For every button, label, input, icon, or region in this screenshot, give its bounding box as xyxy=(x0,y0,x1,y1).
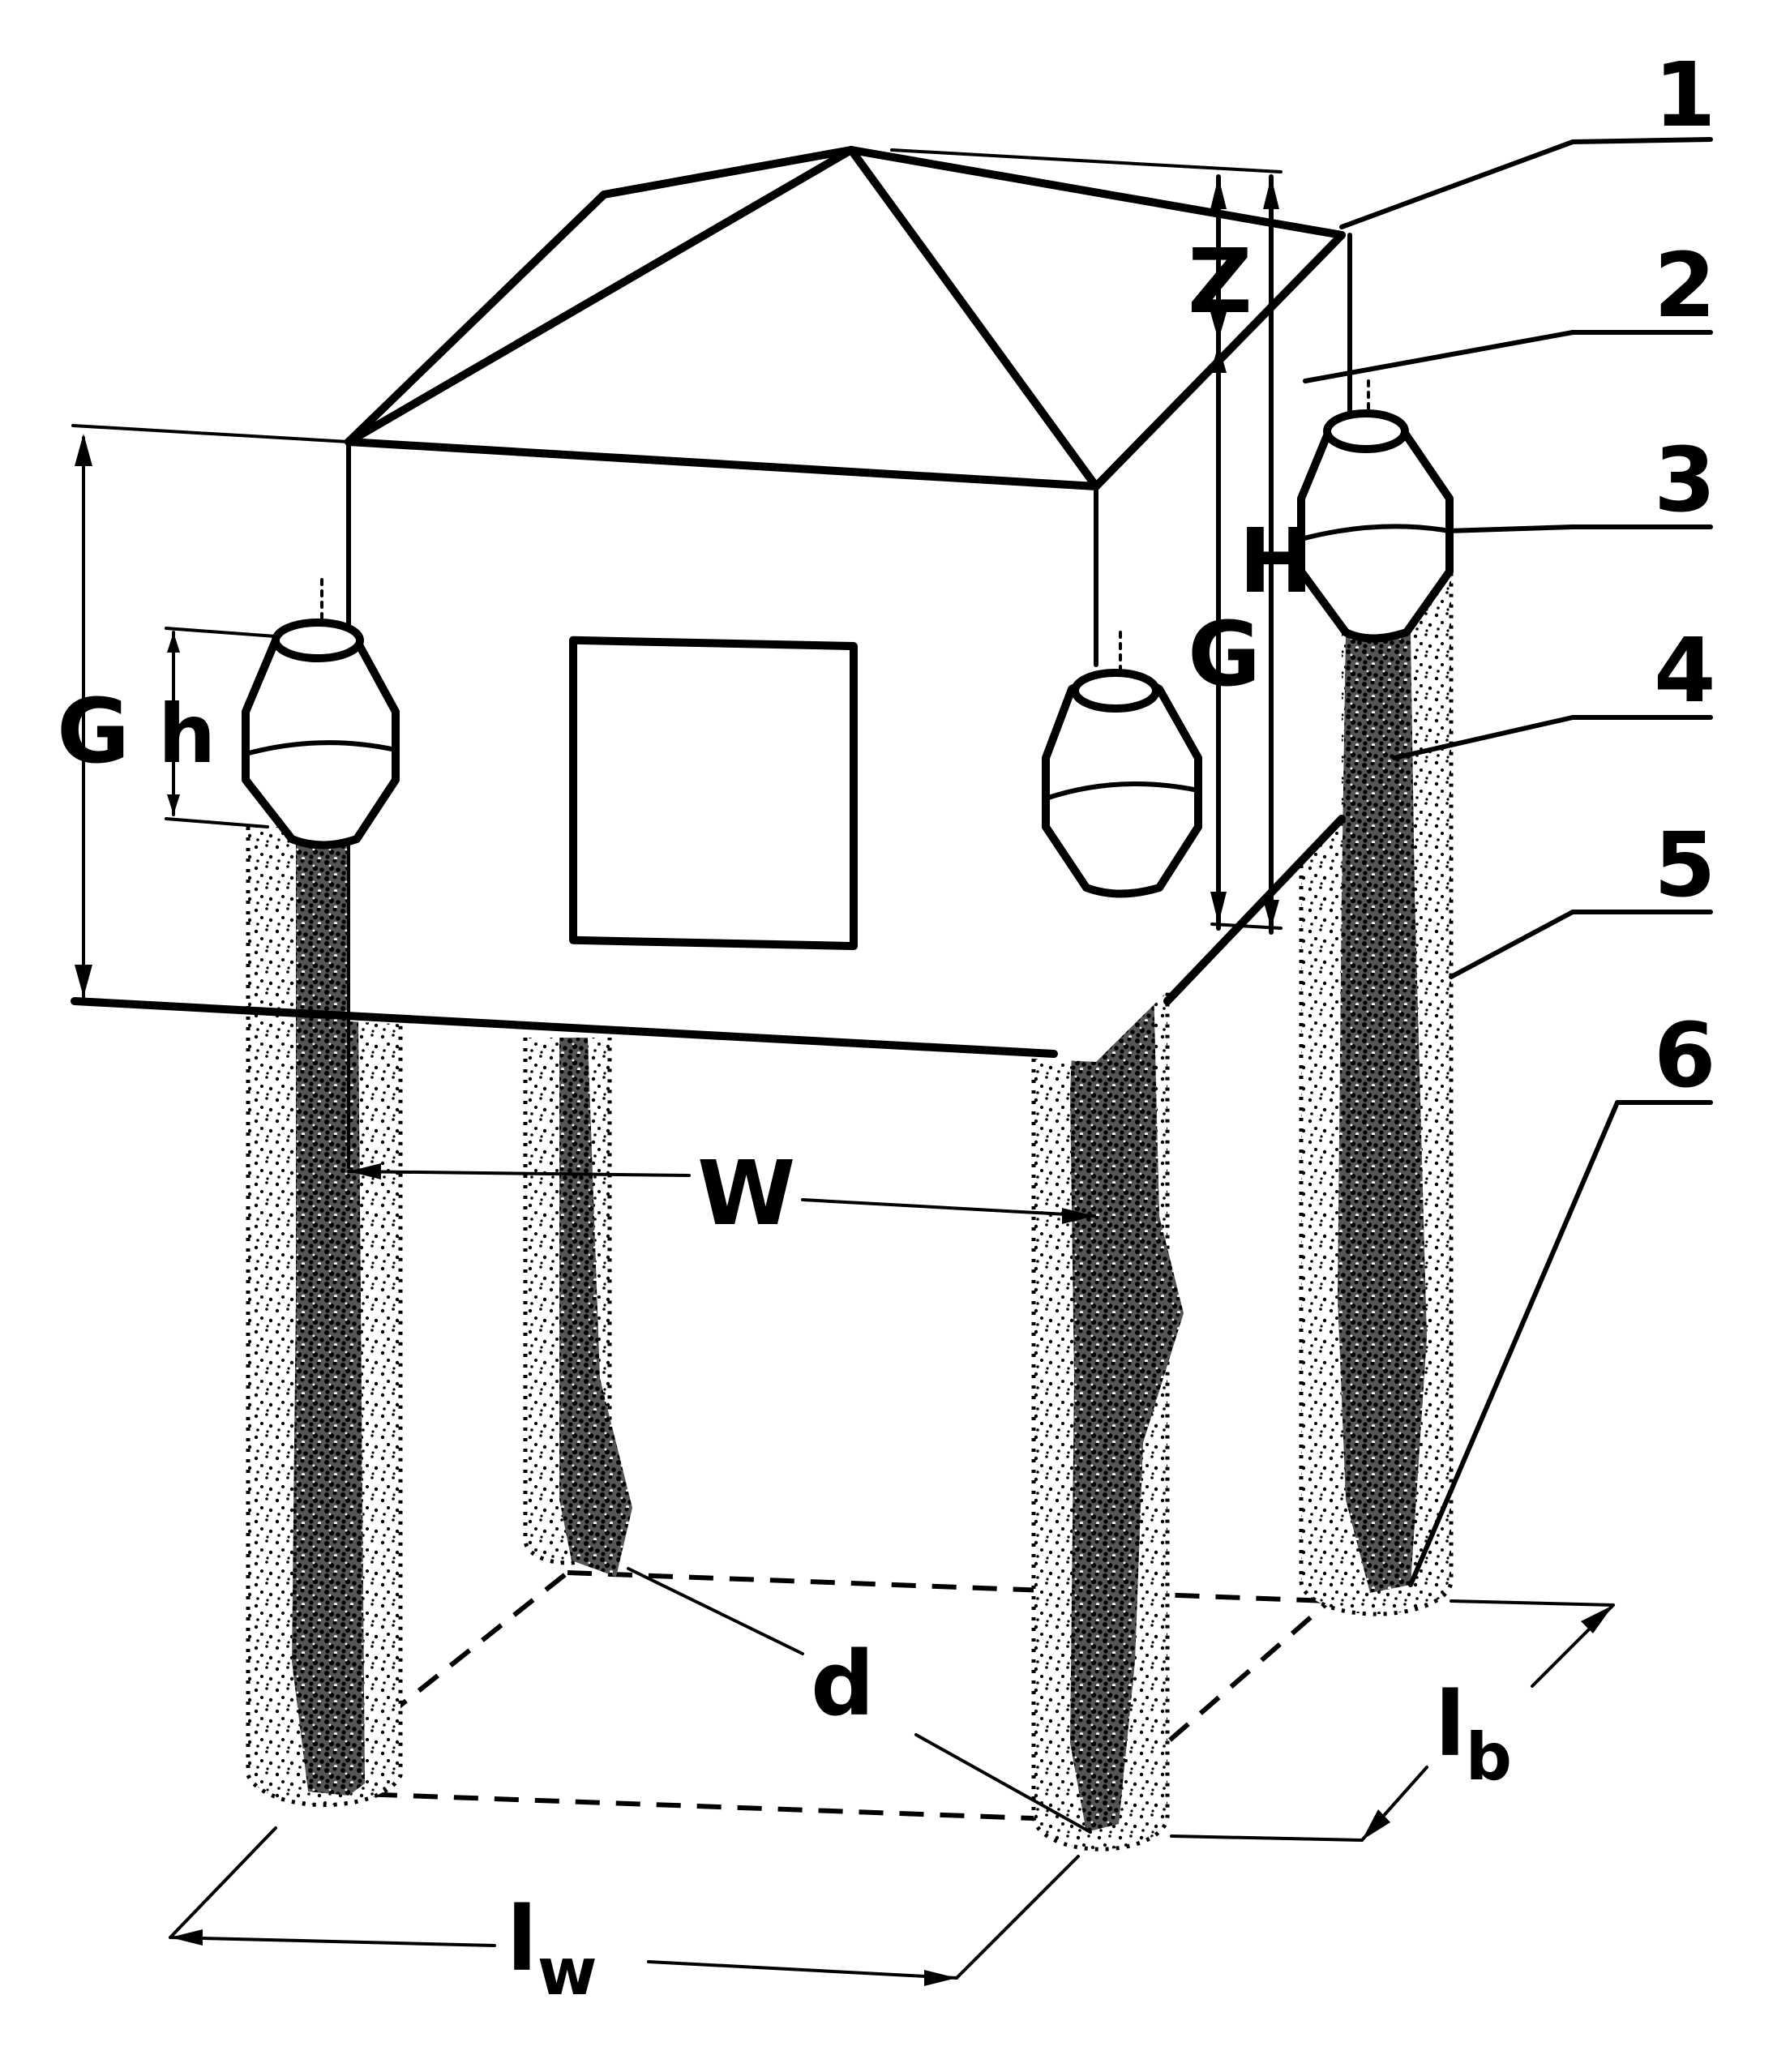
dim-label-lb: lb xyxy=(1435,1672,1512,1795)
dim-h xyxy=(165,627,277,828)
dim-label-z: Z xyxy=(1188,229,1253,333)
dim-lb xyxy=(1170,1599,1615,1842)
callout-1: 1 xyxy=(1654,43,1716,147)
dim-g-left xyxy=(71,424,350,999)
column-back-right xyxy=(1299,559,1454,1616)
callout-2: 2 xyxy=(1654,233,1716,337)
column-front-right xyxy=(1031,827,1184,1852)
dim-label-cap-h: h xyxy=(158,687,216,781)
dim-label-h-total: H xyxy=(1239,509,1313,613)
callout-leaders xyxy=(1303,137,1713,1587)
column-front-left xyxy=(246,827,403,1808)
cap-front-right xyxy=(1042,631,1202,898)
column-back-left xyxy=(523,1038,632,1577)
dim-label-d: d xyxy=(811,1632,875,1736)
dim-label-g-right: G xyxy=(1188,602,1261,706)
callout-6: 6 xyxy=(1654,1004,1716,1107)
callout-5: 5 xyxy=(1654,813,1716,917)
cap-front-left xyxy=(242,578,400,850)
dim-label-lw: lw xyxy=(507,1887,597,2010)
dim-label-g-left: G xyxy=(57,679,130,783)
dim-label-w: W xyxy=(697,1141,795,1245)
dim-right xyxy=(890,148,1283,935)
dim-w xyxy=(347,1163,1096,1224)
callout-4: 4 xyxy=(1654,619,1716,722)
dim-lw xyxy=(169,1826,1080,1986)
window xyxy=(569,636,858,951)
roof xyxy=(345,146,1346,490)
callout-3: 3 xyxy=(1654,428,1716,532)
dim-d xyxy=(627,1567,1092,1834)
house xyxy=(71,231,1352,1169)
cap-back-right xyxy=(1297,379,1454,643)
